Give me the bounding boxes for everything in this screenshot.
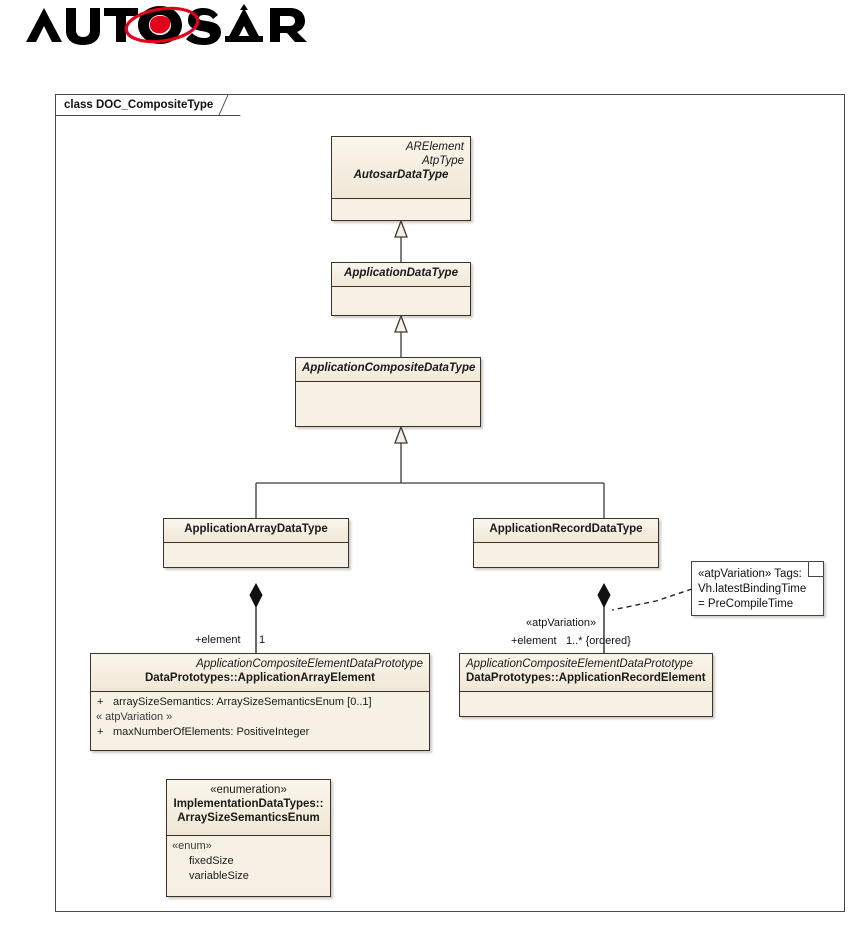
attribute-row: + maxNumberOfElements: PositiveInteger [91,725,429,740]
class-application-record-element[interactable]: ApplicationCompositeElementDataPrototype… [459,653,713,717]
association-stereotype-record-element: «atpVariation» [526,617,597,629]
class-attributes-compartment [164,543,348,567]
association-role-record-element: +element [511,635,557,647]
autosar-logo [22,2,362,48]
class-application-record-data-type[interactable]: ApplicationRecordDataType [473,518,659,568]
enumeration-literal: variableSize [189,870,249,882]
class-attributes-compartment [460,692,712,716]
class-stereotype-line: ARElement [405,141,464,153]
class-name: ApplicationDataType [344,267,458,279]
class-attributes-compartment [296,382,480,426]
note-line: = PreCompileTime [698,598,794,610]
class-stereotype-line: ApplicationCompositeElementDataPrototype [196,658,423,670]
class-application-data-type[interactable]: ApplicationDataType [331,262,471,316]
attribute-row: + arraySizeSemantics: ArraySizeSemanticsE… [91,695,429,710]
enumeration-stereotype: «enumeration» [210,784,287,796]
class-autosar-data-type[interactable]: ARElement AtpType AutosarDataType [331,136,471,221]
enumeration-name: ArraySizeSemanticsEnum [177,812,320,824]
diagram-frame: class DOC_CompositeType ARElement AtpTyp… [55,94,845,912]
association-role-array-element: +element [195,634,241,646]
class-attributes-compartment: + arraySizeSemantics: ArraySizeSemanticsE… [91,692,429,744]
note-line: Vh.latestBindingTime [698,583,807,595]
class-application-composite-data-type[interactable]: ApplicationCompositeDataType [295,357,481,427]
atp-variation-note[interactable]: «atpVariation» Tags: Vh.latestBindingTim… [691,561,824,616]
association-multiplicity-array-element: 1 [259,634,266,646]
literal-stereotype: «enum» [172,840,212,852]
enumeration-literal: fixedSize [189,855,234,867]
visibility-marker: + [97,696,104,708]
class-name: ApplicationRecordDataType [489,523,643,535]
attribute-stereotype-row: « atpVariation » [96,711,173,723]
class-application-array-data-type[interactable]: ApplicationArrayDataType [163,518,349,568]
association-multiplicity-record-element: 1..* {ordered} [566,635,631,647]
class-stereotype-line: ApplicationCompositeElementDataPrototype [466,658,693,670]
class-stereotype-line: AtpType [422,155,464,167]
diagram-frame-label: class DOC_CompositeType [56,95,236,116]
class-attributes-compartment [332,199,470,220]
class-attributes-compartment [474,543,658,567]
class-name: DataPrototypes::ApplicationArrayElement [144,672,376,684]
enumeration-package: ImplementationDataTypes:: [173,798,324,810]
class-name: DataPrototypes::ApplicationRecordElement [466,672,706,684]
class-name: AutosarDataType [353,169,449,181]
class-name: ApplicationCompositeDataType [302,362,476,374]
attribute-text: maxNumberOfElements: PositiveInteger [113,726,310,738]
enumeration-array-size-semantics-enum[interactable]: «enumeration» ImplementationDataTypes:: … [166,779,331,897]
note-line: «atpVariation» Tags: [698,568,802,580]
class-name: ApplicationArrayDataType [184,523,328,535]
class-attributes-compartment [332,287,470,315]
class-application-array-element[interactable]: ApplicationCompositeElementDataPrototype… [90,653,430,751]
visibility-marker: + [97,726,104,738]
enumeration-literals-compartment: «enum» fixedSize variableSize [167,836,330,888]
attribute-text: arraySizeSemantics: ArraySizeSemanticsEn… [113,696,372,708]
